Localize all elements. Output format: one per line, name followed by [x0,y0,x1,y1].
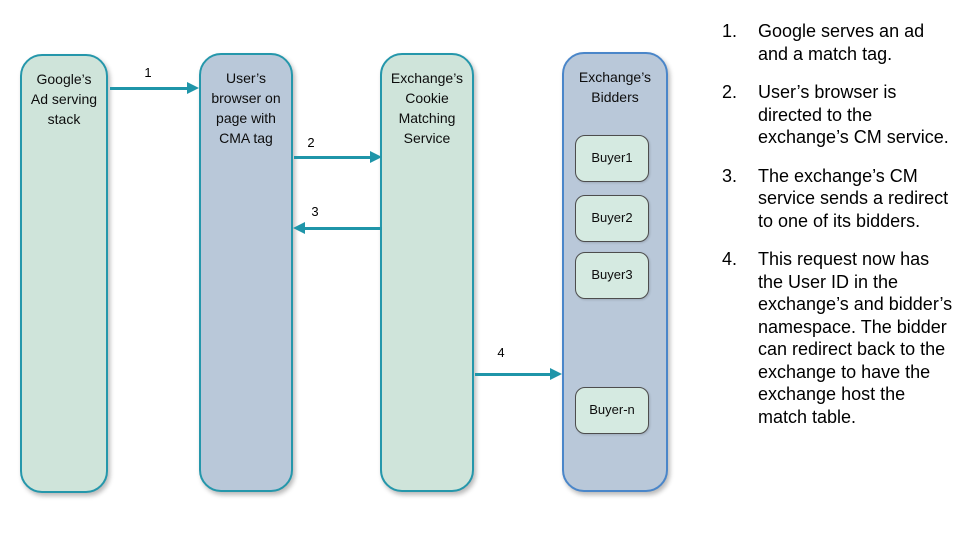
arrow-1 [110,82,199,94]
arrow-shaft [475,373,552,376]
step-text: Google serves an ad and a match tag. [758,21,925,64]
arrowhead-right-icon [550,368,562,380]
arrow-shaft [294,156,372,159]
step-number: 2. [722,82,738,102]
node-exchange-cm-service: Exchange’s Cookie Matching Service [380,53,474,492]
step-item: 2. User’s browser is directed to the exc… [722,81,958,149]
steps-list: 1. Google serves an ad and a match tag. … [722,20,958,444]
buyer-box: Buyer1 [575,135,649,182]
arrowhead-right-icon [370,151,382,163]
arrow-label-3: 3 [311,204,319,219]
buyer-box: Buyer-n [575,387,649,434]
step-number: 1. [722,21,738,41]
arrow-3 [293,222,382,234]
arrow-4 [475,368,562,380]
buyer-box: Buyer3 [575,252,649,299]
buyer-box: Buyer2 [575,195,649,242]
node-user-browser: User’s browser on page with CMA tag [199,53,293,492]
arrow-label-4: 4 [497,345,505,360]
step-text: This request now has the User ID in the … [758,249,953,427]
step-number: 4. [722,249,738,269]
arrowhead-right-icon [187,82,199,94]
arrow-2 [294,151,382,163]
arrow-label-2: 2 [307,135,315,150]
node-title: Exchange’s Bidders [578,69,652,105]
step-item: 3. The exchange’s CM service sends a red… [722,165,958,233]
arrow-label-1: 1 [144,65,152,80]
node-exchange-bidders: Exchange’s Bidders Buyer1 Buyer2 Buyer3 … [562,52,668,492]
step-number: 3. [722,165,738,186]
arrowhead-left-icon [293,222,305,234]
node-title: User’s browser on page with CMA tag [211,70,281,146]
node-title: Exchange’s Cookie Matching Service [390,70,464,146]
node-title: Google’s Ad serving stack [30,71,98,127]
arrow-shaft [303,227,382,230]
step-text: User’s browser is directed to the exchan… [758,82,949,147]
step-item: 4. This request now has the User ID in t… [722,248,958,428]
step-text: The exchange’s CM service sends a redire… [758,165,949,231]
arrow-shaft [110,87,189,90]
node-google-ad-stack: Google’s Ad serving stack [20,54,108,493]
step-item: 1. Google serves an ad and a match tag. [722,20,958,65]
